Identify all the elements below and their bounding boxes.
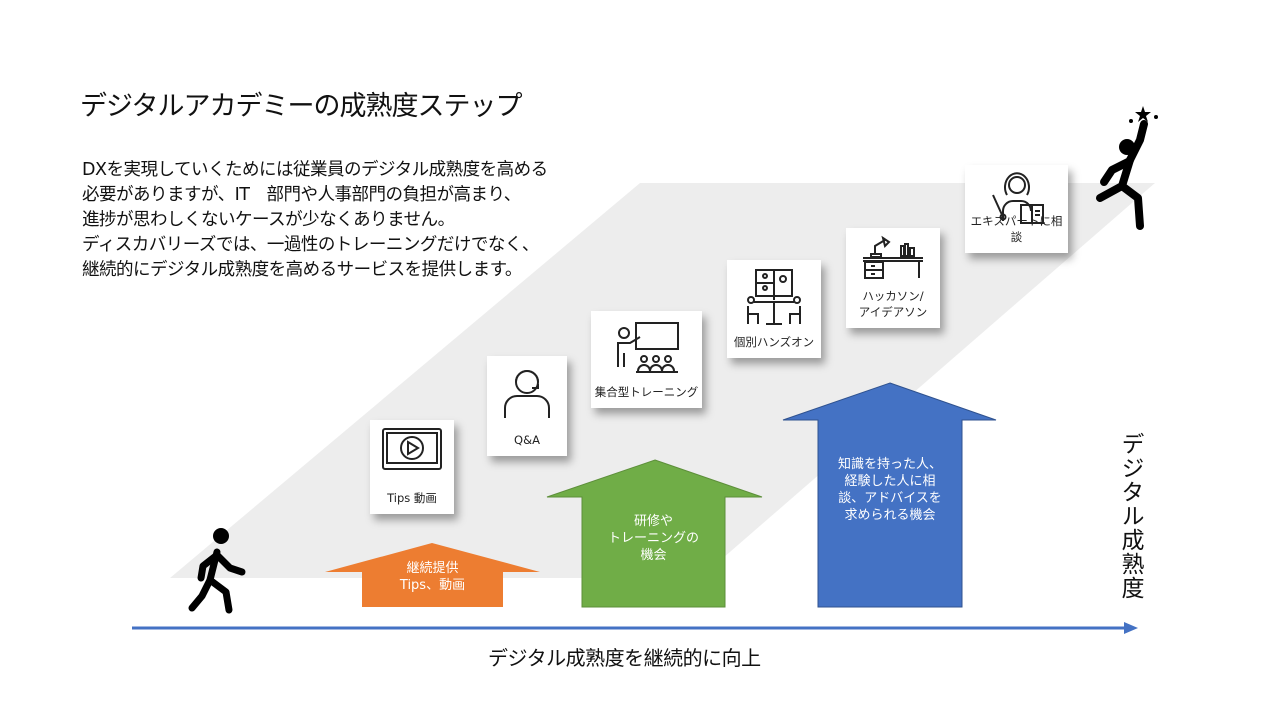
step-label: ハッカソン/ アイデアソン bbox=[846, 288, 940, 320]
arrow-tips-text: 継続提供 Tips、動画 bbox=[362, 560, 503, 594]
arrow-text-line: 知識を持った人、 bbox=[837, 457, 942, 472]
expert-icon bbox=[991, 172, 1044, 224]
step-label: Tips 動画 bbox=[387, 491, 437, 505]
step-label-line: アイデアソン bbox=[858, 305, 928, 319]
intro-line: 進捗が思わしくないケースが少なくありません。 bbox=[82, 210, 455, 230]
arrow-text-line: 談、アドバイスを bbox=[838, 491, 942, 506]
step-card-hands-on: 個別ハンズオン bbox=[727, 260, 821, 358]
step-label: 個別ハンズオン bbox=[733, 335, 815, 349]
arrow-text-line: 研修や bbox=[633, 514, 673, 529]
arrow-text-line: トレーニングの bbox=[607, 531, 699, 546]
desk-icon bbox=[863, 235, 923, 279]
intro-line: ディスカバリーズでは、一過性のトレーニングだけでなく、 bbox=[82, 235, 539, 255]
walking-person-icon bbox=[188, 528, 246, 614]
video-player-icon bbox=[382, 428, 442, 470]
video-meeting-icon bbox=[747, 269, 801, 325]
jumping-person-icon bbox=[1096, 120, 1148, 230]
step-card-tips: Tips 動画 bbox=[370, 420, 454, 514]
arrow-expert-text: 知識を持った人、 経験した人に相 談、アドバイスを 求められる機会 bbox=[818, 456, 962, 524]
arrow-tips bbox=[325, 543, 540, 607]
x-axis-arrowhead bbox=[1124, 622, 1138, 634]
step-label: Q&A bbox=[514, 433, 540, 447]
classroom-icon bbox=[616, 322, 679, 373]
step-label: 集合型トレーニング bbox=[594, 385, 699, 399]
x-axis-label: デジタル成熟度を継続的に向上 bbox=[488, 646, 761, 670]
step-label: エキスパートに相談 bbox=[970, 214, 1063, 244]
step-card-expert: エキスパートに相談 bbox=[965, 165, 1068, 253]
arrow-text-line: 求められる機会 bbox=[844, 508, 936, 523]
step-card-hackathon: ハッカソン/ アイデアソン bbox=[846, 228, 940, 328]
arrow-text-line: 機会 bbox=[640, 548, 667, 563]
y-axis-label: デジタル成熟度 bbox=[1117, 432, 1143, 600]
step-label-line: ハッカソン/ bbox=[862, 289, 924, 303]
arrow-text-line: 継続提供 bbox=[406, 561, 459, 576]
arrow-training bbox=[546, 459, 763, 608]
intro-text: DXを実現していくためには従業員のデジタル成熟度を高める 必要がありますが、IT… bbox=[82, 158, 548, 283]
arrow-expert bbox=[782, 382, 997, 608]
intro-line: 継続的にデジタル成熟度を高めるサービスを提供します。 bbox=[82, 260, 522, 280]
intro-line: 必要がありますが、IT 部門や人事部門の負担が高まり、 bbox=[82, 185, 521, 205]
step-card-group-training: 集合型トレーニング bbox=[591, 311, 702, 408]
stars-icon bbox=[1129, 106, 1158, 123]
page-title: デジタルアカデミーの成熟度ステップ bbox=[80, 91, 522, 122]
intro-line: DXを実現していくためには従業員のデジタル成熟度を高める bbox=[82, 160, 548, 180]
arrow-text-line: 経験した人に相 bbox=[844, 474, 936, 489]
arrow-text-line: Tips、動画 bbox=[399, 578, 466, 593]
step-card-qa: Q&A bbox=[487, 356, 567, 456]
arrow-training-text: 研修や トレーニングの 機会 bbox=[582, 513, 725, 564]
headset-person-icon bbox=[504, 370, 550, 418]
